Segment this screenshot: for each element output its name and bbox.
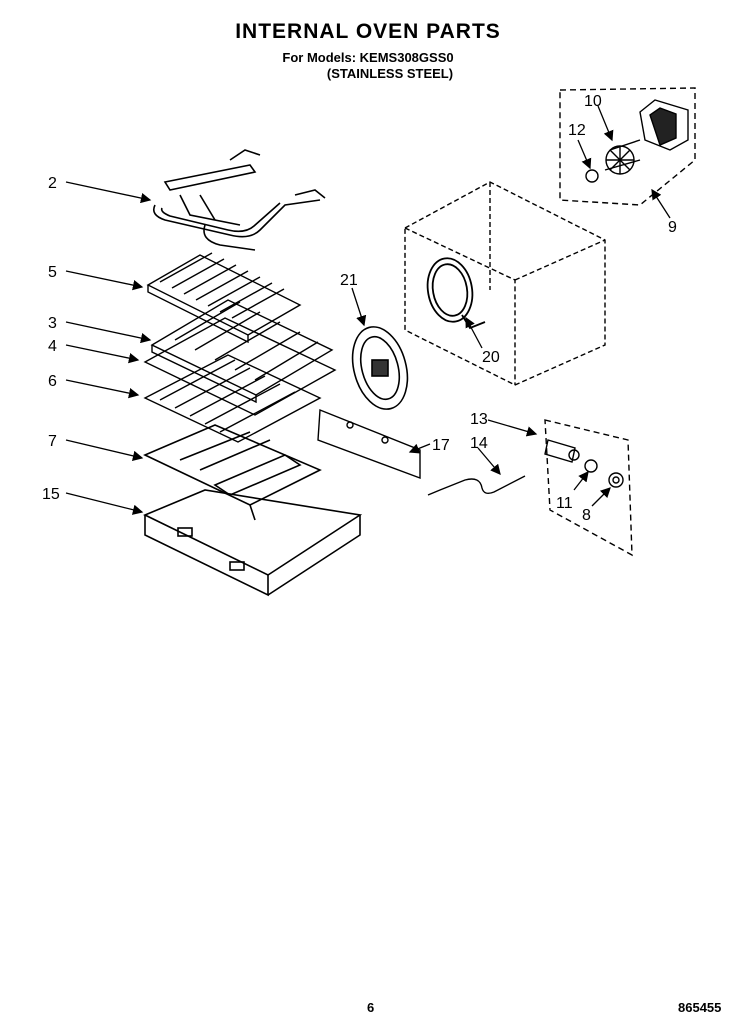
callout-14: 14 xyxy=(470,435,488,452)
callout-11: 11 xyxy=(556,495,573,512)
callout-9: 9 xyxy=(668,219,677,236)
callout-20: 20 xyxy=(482,349,500,366)
finish-line: (STAINLESS STEEL) xyxy=(326,66,454,81)
callout-6: 6 xyxy=(48,373,57,390)
callout-17: 17 xyxy=(432,437,450,454)
convection-element xyxy=(426,257,486,330)
broiler-grid xyxy=(143,354,322,443)
rack-frame xyxy=(143,317,337,416)
fan-motor-group xyxy=(559,87,696,206)
callout-3: 3 xyxy=(48,315,57,332)
thermostat-group xyxy=(427,419,633,557)
bake-element xyxy=(143,424,322,521)
leader-lines xyxy=(65,105,671,515)
callout-8: 8 xyxy=(582,507,591,524)
bracket xyxy=(317,408,421,480)
callout-7: 7 xyxy=(48,433,57,450)
oven-cavity xyxy=(404,181,606,386)
callout-12: 12 xyxy=(568,122,586,139)
callout-10: 10 xyxy=(584,93,602,110)
callout-4: 4 xyxy=(48,338,57,355)
callout-5: 5 xyxy=(48,264,57,281)
model-line: For Models: KEMS308GSS0 xyxy=(282,50,454,65)
fan-cover xyxy=(351,326,409,410)
page-number: 6 xyxy=(367,1000,375,1015)
bottom-panel xyxy=(143,489,363,597)
callout-labels: 2 5 3 4 6 7 15 21 20 17 13 14 11 8 10 12… xyxy=(42,93,677,524)
document-number: 865455 xyxy=(678,1000,722,1015)
upper-rack xyxy=(146,252,302,344)
callout-15: 15 xyxy=(42,486,60,503)
callout-21: 21 xyxy=(340,272,358,289)
callout-2: 2 xyxy=(48,175,57,192)
broil-element xyxy=(152,149,326,251)
callout-13: 13 xyxy=(470,411,488,428)
page-title: INTERNAL OVEN PARTS xyxy=(235,20,501,43)
